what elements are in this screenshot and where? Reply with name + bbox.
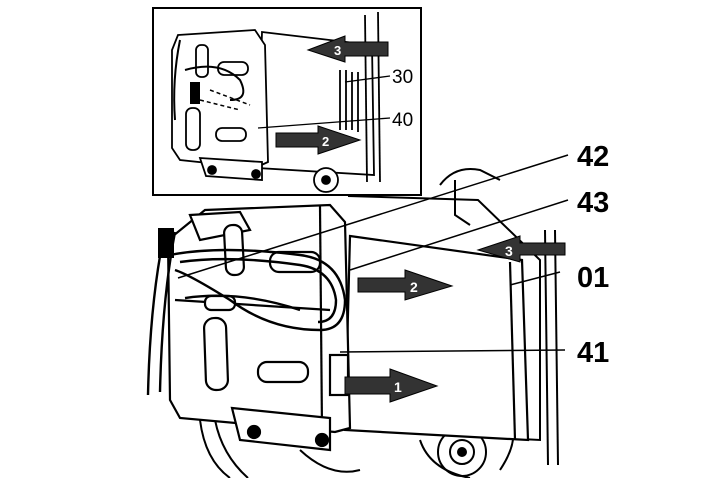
inset-callout-40: 40 bbox=[392, 110, 413, 131]
direction-arrow-3: 3 bbox=[476, 235, 566, 263]
inset-callout-30: 30 bbox=[392, 67, 413, 88]
harness-clip bbox=[158, 228, 174, 258]
arrow-2-label: 2 bbox=[410, 279, 418, 295]
callout-01: 01 bbox=[577, 262, 609, 294]
inset-arrow-2-label: 2 bbox=[322, 134, 329, 149]
module-assembly bbox=[166, 203, 530, 452]
arrow-1-label: 1 bbox=[394, 379, 402, 395]
callout-43: 43 bbox=[577, 187, 609, 219]
direction-arrow-2: 2 bbox=[357, 269, 454, 301]
callout-41: 41 bbox=[577, 337, 609, 369]
inset-direction-arrow-2: 2 bbox=[275, 125, 362, 155]
callout-42: 42 bbox=[577, 141, 609, 173]
inset-detail-view: 3 2 30 40 bbox=[152, 7, 422, 196]
inset-arrow-3-label: 3 bbox=[334, 43, 341, 58]
inset-direction-arrow-3: 3 bbox=[306, 35, 389, 63]
direction-arrow-1: 1 bbox=[344, 368, 439, 403]
leader-lines bbox=[177, 154, 569, 353]
arrow-3-label: 3 bbox=[505, 243, 513, 259]
